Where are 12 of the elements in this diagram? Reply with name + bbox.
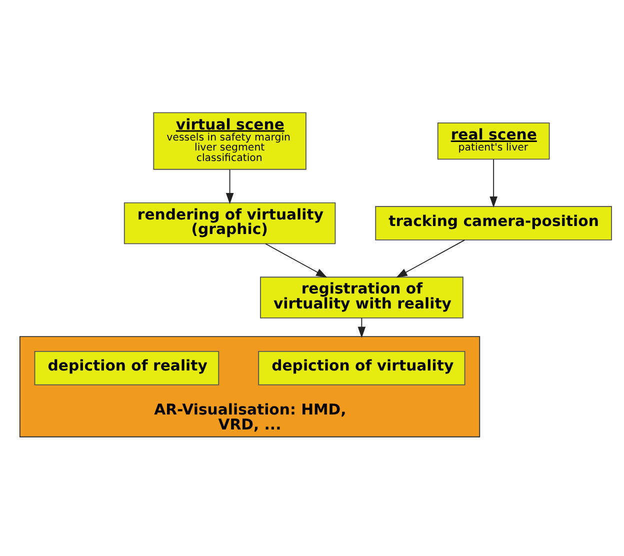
- arrow: [396, 239, 466, 278]
- arrow: [265, 242, 328, 278]
- node-box: depiction of virtuality: [258, 350, 466, 385]
- node-box: registration of virtuality with reality: [260, 276, 464, 318]
- node-box: tracking camera-position: [375, 206, 612, 240]
- node-box: real scene patient's liver: [437, 122, 550, 160]
- node-box: virtual scene vessels in safety margin liver segment classification: [153, 112, 306, 170]
- arrow: [226, 168, 234, 204]
- arrow: [490, 158, 498, 208]
- arrow: [358, 317, 366, 338]
- node-box: rendering of virtuality (graphic): [124, 202, 336, 244]
- node-box: depiction of reality: [34, 350, 220, 385]
